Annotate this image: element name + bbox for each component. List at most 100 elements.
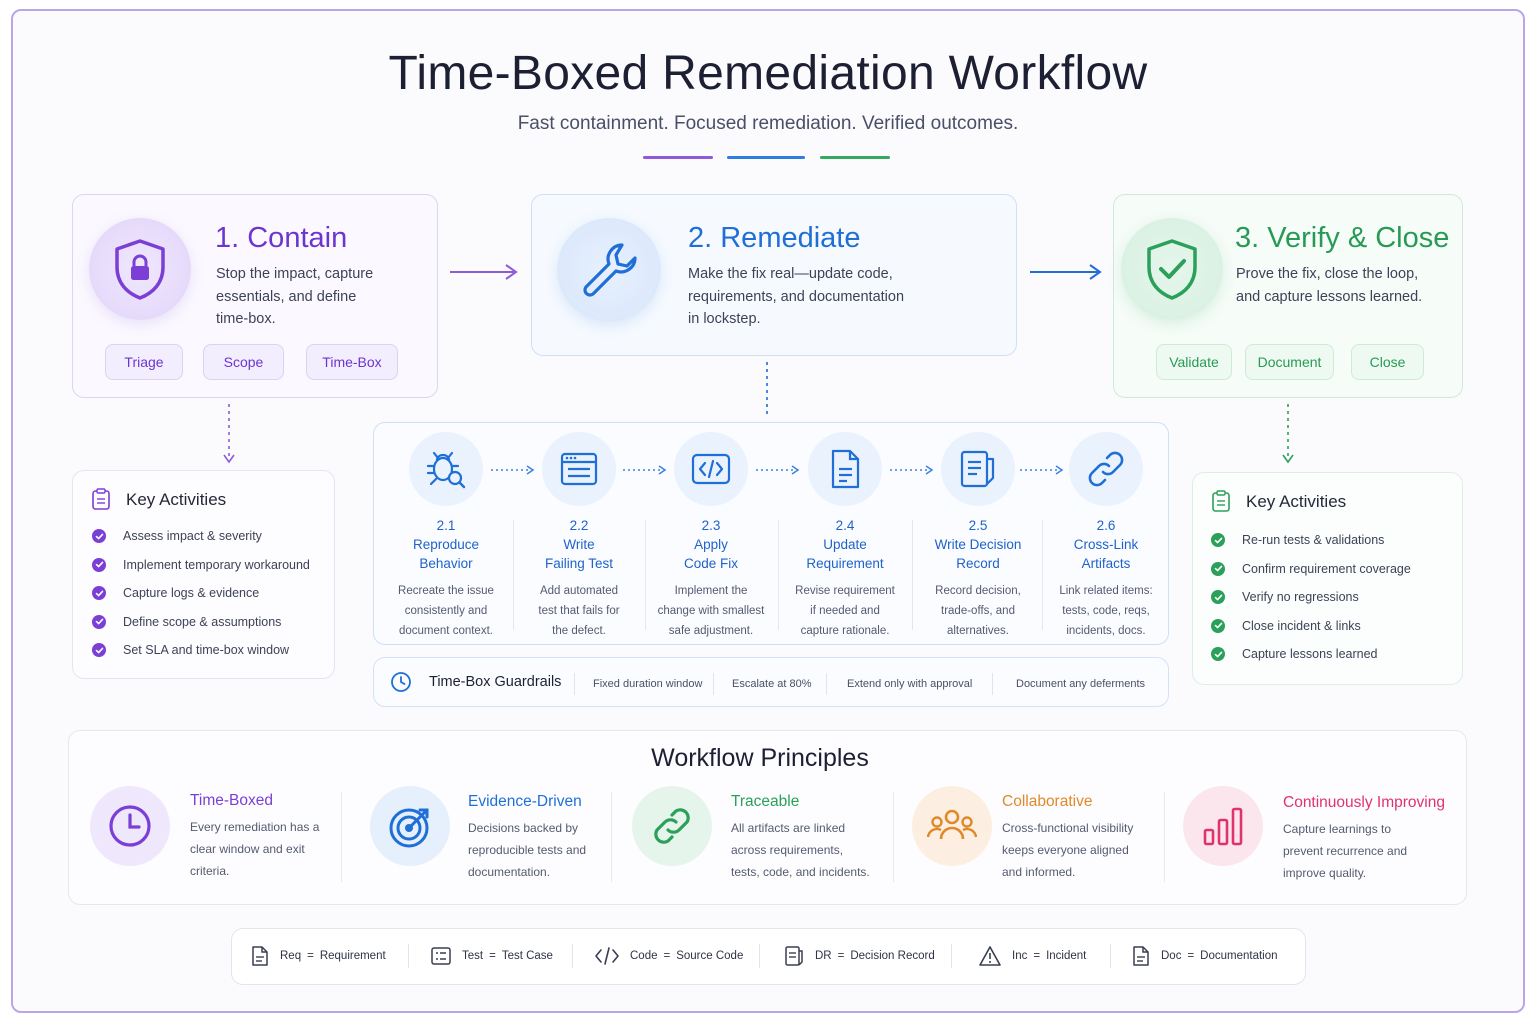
step-number: 2.5 bbox=[968, 518, 988, 533]
legend-abbr: Inc bbox=[1012, 950, 1028, 962]
activity-item: Capture logs & evidence bbox=[92, 586, 259, 600]
activity-item: Implement temporary workaround bbox=[92, 557, 310, 572]
legend-item: Inc=Incident bbox=[978, 940, 1086, 972]
tag-time-box[interactable]: Time-Box bbox=[306, 344, 398, 380]
desc-line: document context. bbox=[399, 625, 493, 637]
desc-line: consistently and bbox=[404, 605, 488, 617]
step-icon-circle bbox=[409, 432, 483, 506]
check-icon bbox=[1211, 561, 1225, 576]
desc-line: Cross-functional visibility bbox=[1002, 821, 1134, 835]
step-arrow bbox=[889, 465, 933, 475]
test-window-icon bbox=[560, 452, 598, 486]
principle-icon-circle bbox=[1183, 786, 1263, 866]
document-icon bbox=[252, 946, 268, 966]
divider bbox=[341, 792, 342, 882]
activity-item: Close incident & links bbox=[1211, 618, 1361, 633]
desc-line: reproducible tests and bbox=[468, 843, 587, 857]
guardrail-item: Extend only with approval bbox=[847, 678, 973, 690]
activity-item: Capture lessons learned bbox=[1211, 647, 1378, 661]
warning-icon bbox=[979, 946, 1001, 966]
bug-search-icon bbox=[426, 451, 466, 489]
legend-abbr: Doc bbox=[1161, 950, 1182, 962]
document-icon bbox=[831, 449, 860, 489]
divider bbox=[1110, 944, 1111, 968]
desc-line: Every remediation has a bbox=[190, 820, 320, 834]
principle-icon-circle bbox=[370, 786, 450, 866]
tag-triage[interactable]: Triage bbox=[105, 344, 183, 380]
divider bbox=[645, 520, 646, 630]
wrench-icon bbox=[583, 243, 637, 297]
divider bbox=[911, 520, 913, 630]
accent-line-green bbox=[820, 156, 890, 159]
desc-line: All artifacts are linked bbox=[731, 821, 846, 835]
tag-close[interactable]: Close bbox=[1351, 344, 1424, 380]
code-icon bbox=[691, 453, 731, 485]
check-icon bbox=[92, 586, 106, 600]
contain-icon-circle bbox=[89, 218, 191, 320]
page-subtitle: Fast containment. Focused remediation. V… bbox=[517, 113, 1019, 134]
decision-record-icon bbox=[960, 450, 995, 488]
desc-line: Revise requirement bbox=[795, 585, 895, 597]
tag-validate[interactable]: Validate bbox=[1156, 344, 1232, 380]
legend-item: Req=Requirement bbox=[250, 940, 386, 972]
phase-title-contain: 1. Contain bbox=[215, 222, 348, 254]
step-arrow bbox=[623, 465, 667, 475]
divider bbox=[778, 520, 779, 630]
step-icon-circle bbox=[542, 432, 616, 506]
principle-title: Time-Boxed bbox=[190, 792, 273, 809]
principle-icon-circle bbox=[90, 786, 170, 866]
people-icon bbox=[926, 809, 978, 840]
divider bbox=[1042, 520, 1043, 630]
step-arrow bbox=[1020, 465, 1064, 475]
legend-abbr: Req bbox=[280, 950, 302, 962]
activity-item: Assess impact & severity bbox=[92, 529, 262, 543]
legend-full: Incident bbox=[1046, 950, 1087, 962]
legend-equals: = bbox=[1187, 950, 1195, 962]
activity-text: Implement temporary workaround bbox=[123, 557, 310, 572]
principles-title: Workflow Principles bbox=[651, 744, 869, 772]
arrow-contain-to-remediate bbox=[450, 264, 518, 280]
step-name: Failing Test bbox=[544, 556, 614, 571]
desc-line: tests, code, reqs, bbox=[1062, 605, 1150, 617]
contain-activities-card bbox=[72, 470, 335, 679]
step-number: 2.4 bbox=[835, 518, 855, 533]
legend-equals: = bbox=[489, 950, 496, 962]
desc-line: Add automated bbox=[539, 585, 618, 597]
principle-description: Every remediation has a clear window and … bbox=[190, 816, 319, 882]
desc-line: test that fails for bbox=[538, 605, 620, 617]
desc-line: clear window and exit bbox=[190, 842, 305, 856]
accent-line-purple bbox=[643, 156, 713, 159]
principle-title: Collaborative bbox=[1002, 793, 1093, 810]
legend-bar bbox=[231, 928, 1306, 985]
accent-line-blue bbox=[727, 156, 805, 159]
bar-chart-icon bbox=[1203, 807, 1243, 846]
step-number: 2.1 bbox=[436, 518, 456, 533]
divider bbox=[992, 673, 993, 695]
connector-contain-activities bbox=[223, 404, 235, 464]
activity-text: Capture lessons learned bbox=[1242, 647, 1378, 661]
desc-line: Make the fix real—update code, bbox=[688, 266, 893, 282]
link-icon bbox=[654, 808, 690, 844]
desc-line: tests, code, and incidents. bbox=[731, 865, 870, 879]
desc-line: documentation. bbox=[468, 865, 551, 879]
connector-verify-activities bbox=[1282, 404, 1294, 464]
step-name: Record bbox=[956, 556, 1000, 571]
legend-item: DR=Decision Record bbox=[783, 940, 935, 972]
verify-icon-circle bbox=[1121, 218, 1223, 320]
tag-document[interactable]: Document bbox=[1245, 344, 1334, 380]
desc-line: prevent recurrence and bbox=[1283, 844, 1408, 858]
desc-line: and capture lessons learned. bbox=[1236, 288, 1423, 305]
activity-text: Assess impact & severity bbox=[123, 529, 262, 543]
tag-scope[interactable]: Scope bbox=[203, 344, 284, 380]
activity-text: Verify no regressions bbox=[1242, 590, 1359, 604]
step-name: Write bbox=[563, 537, 595, 552]
guardrail-item: Document any deferments bbox=[1016, 678, 1146, 690]
activity-text: Set SLA and time-box window bbox=[123, 643, 290, 657]
legend-full: Decision Record bbox=[850, 950, 935, 962]
